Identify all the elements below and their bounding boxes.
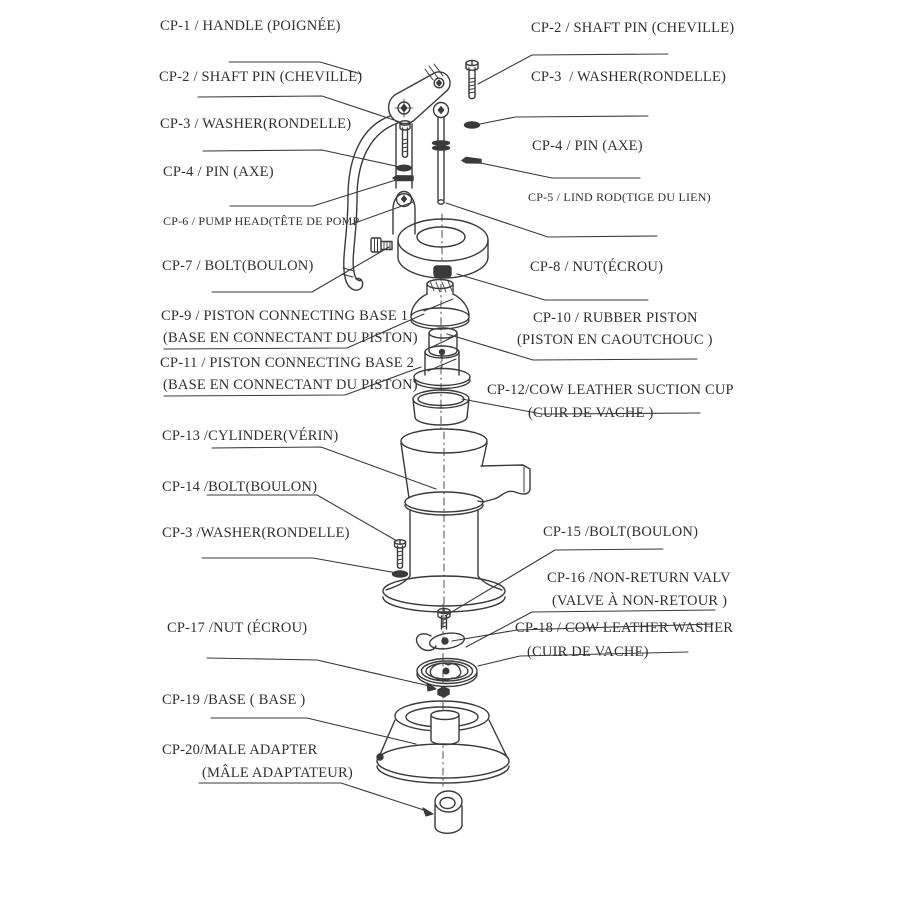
bolt-cp7	[370, 237, 393, 253]
label-cp4-pin-left: CP-4 / PIN (AXE)	[163, 164, 274, 180]
male-adapter	[434, 790, 463, 834]
label-cp15-bolt: CP-15 /BOLT(BOULON)	[543, 524, 699, 540]
cow-leather-washer	[416, 657, 478, 688]
base-part	[376, 700, 510, 784]
bolt-cp14	[393, 539, 407, 569]
label-cp9-piston-base1-line2: (BASE EN CONNECTANT DU PISTON)	[163, 330, 418, 346]
rubber-piston	[428, 327, 458, 357]
washer-left	[396, 164, 412, 172]
label-cp16-non-return-valve-line1: CP-16 /NON-RETURN VALV	[547, 570, 731, 586]
label-cp3-washer-left: CP-3 / WASHER(RONDELLE)	[160, 116, 352, 132]
washer-right	[463, 121, 481, 129]
label-cp12-suction-cup-line2: (CUIR DE VACHE )	[528, 405, 654, 421]
label-cp11-piston-base2-line2: (BASE EN CONNECTANT DU PISTON)	[163, 377, 418, 393]
label-cp8-nut: CP-8 / NUT(ÉCROU)	[530, 259, 664, 275]
label-cp13-cylinder: CP-13 /CYLINDER(VÉRIN)	[162, 428, 339, 444]
shaft-pin-right	[465, 59, 479, 100]
centerlines	[440, 213, 445, 787]
label-cp19-base: CP-19 /BASE ( BASE )	[162, 692, 306, 708]
label-cp2-shaft-pin-right: CP-2 / SHAFT PIN (CHEVILLE)	[531, 20, 735, 36]
label-cp7-bolt: CP-7 / BOLT(BOULON)	[162, 258, 314, 274]
nut-cp8	[433, 265, 452, 278]
label-cp2-shaft-pin-left: CP-2 / SHAFT PIN (CHEVILLE)	[159, 69, 363, 85]
label-cp11-piston-base2-line1: CP-11 / PISTON CONNECTING BASE 2	[160, 355, 415, 371]
piston-connecting-base1	[410, 278, 470, 330]
washer-lower-left	[391, 570, 409, 578]
label-cp18-cow-leather-washer-line1: CP-18 / COW LEATHER WASHER	[515, 620, 734, 636]
pump-head-link	[392, 123, 416, 235]
label-cp4-pin-right: CP-4 / PIN (AXE)	[532, 138, 643, 154]
cylinder-part	[382, 428, 531, 613]
pin-right	[461, 156, 482, 164]
label-cp16-non-return-valve-line2: (VALVE À NON-RETOUR )	[552, 593, 728, 609]
non-return-valve	[415, 632, 466, 652]
label-cp10-rubber-piston-line1: CP-10 / RUBBER PISTON	[533, 310, 698, 326]
label-cp5-link-rod: CP-5 / LIND ROD(TIGE DU LIEN)	[528, 190, 711, 204]
label-cp3-washer-left2: CP-3 /WASHER(RONDELLE)	[162, 525, 350, 541]
label-cp18-cow-leather-washer-line2: (CUIR DE VACHE)	[527, 644, 649, 660]
pin-left	[392, 175, 414, 182]
label-cp14-bolt: CP-14 /BOLT(BOULON)	[162, 479, 318, 495]
pump-head-part	[397, 218, 489, 279]
suction-cup	[412, 389, 470, 426]
piston-connecting-base2	[413, 345, 471, 390]
label-cp17-nut: CP-17 /NUT (ÉCROU)	[167, 620, 308, 636]
label-cp10-rubber-piston-line2: (PISTON EN CAOUTCHOUC )	[517, 332, 713, 348]
nut-cp17	[437, 686, 450, 698]
label-cp20-male-adapter-line1: CP-20/MALE ADAPTER	[162, 742, 318, 758]
bolt-cp15	[437, 607, 451, 630]
label-cp12-suction-cup-line1: CP-12/COW LEATHER SUCTION CUP	[487, 382, 734, 398]
shaft-pin-left	[399, 120, 411, 158]
label-cp6-pump-head: CP-6 / PUMP HEAD(TÊTE DE POMP	[163, 214, 360, 228]
label-cp3-washer-right: CP-3 / WASHER(RONDELLE)	[531, 69, 727, 85]
label-cp9-piston-base1-line1: CP-9 / PISTON CONNECTING BASE 1	[161, 308, 409, 324]
handle-part	[341, 63, 451, 291]
label-cp1-handle: CP-1 / HANDLE (POIGNÉE)	[160, 18, 341, 34]
label-cp20-male-adapter-line2: (MÂLE ADAPTATEUR)	[202, 765, 353, 781]
link-rod	[431, 101, 451, 205]
